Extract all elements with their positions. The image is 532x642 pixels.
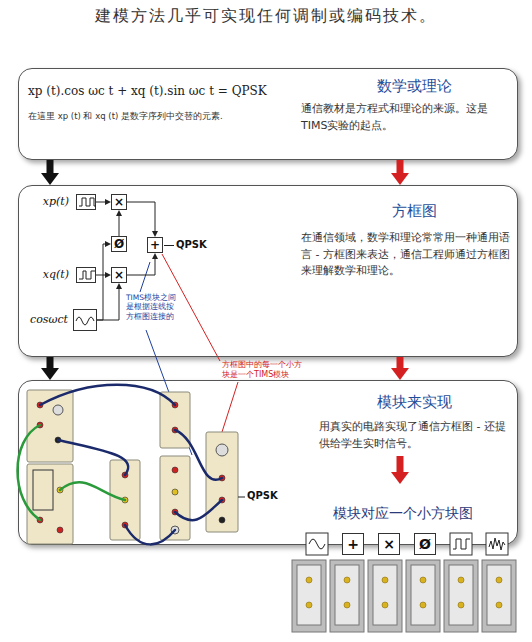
module-socket <box>496 602 502 608</box>
equation: xp (t).cos ωc t + xq (t).sin ωc t = QPSK <box>28 84 267 98</box>
callout-note: 方框图中的每一个小方块是一个TIMS模块 <box>222 360 304 379</box>
module-photo <box>368 560 402 632</box>
phase-shifter-box: Ø <box>111 236 127 252</box>
module-socket <box>458 602 464 608</box>
module-photo <box>292 560 326 632</box>
operator-symbol: × <box>112 195 126 209</box>
adder-box: + <box>147 237 163 253</box>
flow-arrow <box>397 160 404 173</box>
section-body: 在通信领域，数学和理论常常用一种通用语言 - 方框图来表达，通信工程师通过方框图… <box>301 230 511 280</box>
multiplier-box: × <box>111 194 127 210</box>
module-photo <box>411 565 435 625</box>
module-socket <box>306 602 312 608</box>
module-socket <box>420 577 426 583</box>
caption-heading: 模块对应一个小方块图 <box>333 505 473 523</box>
multiplier-box: × <box>111 267 127 283</box>
module-photo <box>487 565 511 625</box>
flow-arrow <box>47 357 54 368</box>
operator-symbol: Ø <box>112 237 126 251</box>
section-box: 方框图在通信领域，数学和理论常常用一种通用语言 - 方框图来表达，通信工程师通过… <box>18 185 518 357</box>
module-socket <box>420 602 426 608</box>
operator-symbol: × <box>112 268 126 282</box>
icon-symbol: × <box>379 534 399 554</box>
section-body: 通信教材是方程式和理论的来源。这是TIMS实验的起点。 <box>301 101 511 134</box>
module-photo <box>330 560 364 632</box>
module-icon: + <box>342 533 364 555</box>
flow-arrow <box>397 357 404 368</box>
signal-name: xq(t) <box>25 268 69 281</box>
callout-note: TIMS模块之间是根据连线按方框图连接的 <box>126 293 180 321</box>
module-socket <box>306 577 312 583</box>
output-signal-name: QPSK <box>176 239 207 250</box>
signal-source-box: xp(t) <box>76 194 96 210</box>
operator-symbol: + <box>148 238 162 252</box>
diagram-title: 建模方法几乎可实现任何调制或编码技术。 <box>56 6 476 27</box>
output-signal-name: QPSK <box>247 490 278 501</box>
module-icon: × <box>378 533 400 555</box>
icon-symbol: Ø <box>415 534 435 554</box>
module-photo <box>297 565 321 625</box>
module-icon: Ø <box>414 533 436 555</box>
module-photo <box>449 565 473 625</box>
module-socket <box>458 577 464 583</box>
module-socket <box>496 577 502 583</box>
module-socket <box>306 577 502 608</box>
flow-arrow <box>47 160 54 173</box>
section-heading: 方框图 <box>319 202 509 222</box>
module-socket <box>344 577 350 583</box>
module-photo <box>482 560 516 632</box>
module-photo <box>444 560 478 632</box>
section-heading: 数学或理论 <box>319 77 509 97</box>
module-photo <box>373 565 397 625</box>
equation-note: 在這里 xp (t) 和 xq (t) 是数字序列中交替的元素. <box>28 111 298 123</box>
signal-name: xp(t) <box>25 195 69 208</box>
signal-source-box: xq(t) <box>76 267 96 283</box>
module-photo <box>292 560 516 632</box>
signal-name: cosωct <box>20 313 68 326</box>
section-heading: 模块来实现 <box>319 393 509 413</box>
module-socket <box>382 602 388 608</box>
module-socket <box>344 602 350 608</box>
carrier-source-box: cosωct <box>73 309 97 331</box>
icon-symbol: + <box>343 534 363 554</box>
module-photo <box>406 560 440 632</box>
section-body: 用真实的电路实现了通信方框图 - 还提供给学生实时信号。 <box>319 419 514 452</box>
module-photo <box>335 565 359 625</box>
module-socket <box>382 577 388 583</box>
